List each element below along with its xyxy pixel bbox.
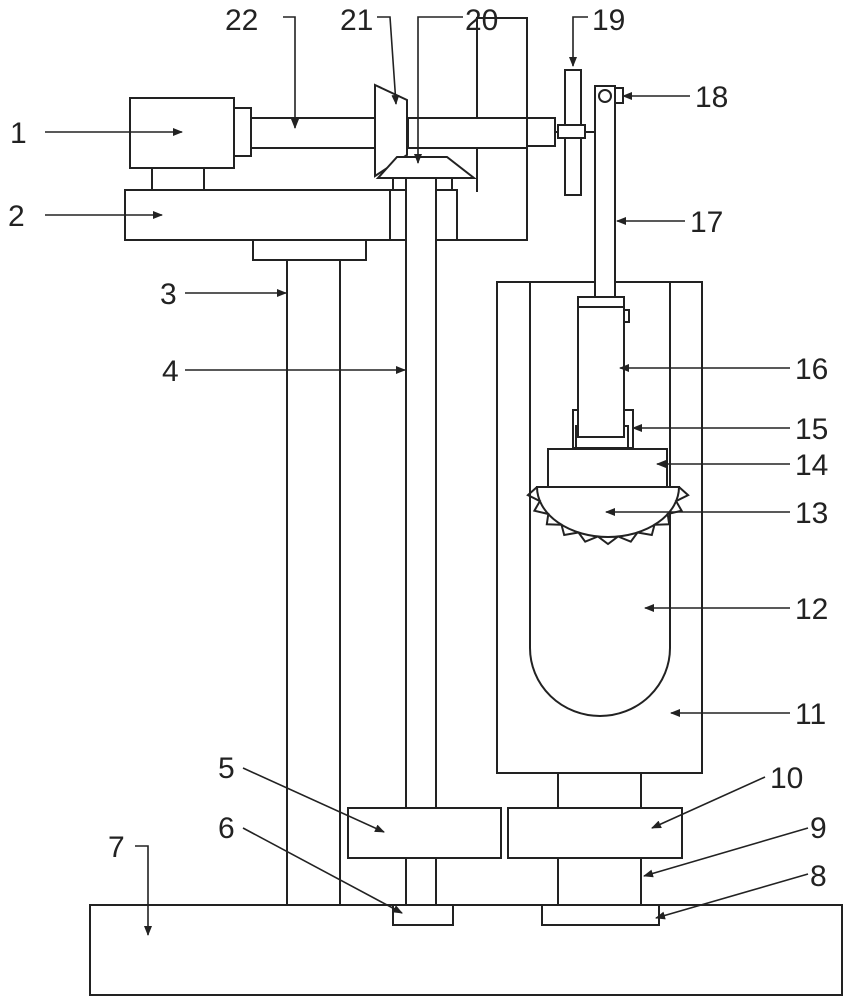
rotating-plate-right — [507, 807, 683, 859]
motor-mount — [151, 167, 205, 191]
label-5: 5 — [218, 752, 235, 785]
label-11: 11 — [795, 698, 826, 731]
support-post-upper — [557, 772, 642, 809]
gear-19-hub — [557, 124, 586, 139]
pin — [614, 87, 624, 104]
cylinder — [577, 296, 625, 438]
label-16: 16 — [795, 353, 828, 386]
leader-lines — [45, 16, 809, 936]
label-21: 21 — [340, 4, 373, 37]
support-column — [286, 259, 341, 906]
label-18: 18 — [695, 81, 728, 114]
motor — [129, 97, 235, 169]
label-13: 13 — [795, 497, 828, 530]
top-frame — [457, 17, 528, 241]
bevel-gear-horizontal — [375, 156, 477, 179]
label-22: 22 — [225, 4, 258, 37]
crossbeam — [124, 189, 391, 241]
number-labels: 1 2 3 4 5 6 7 8 9 10 11 12 13 14 15 16 1… — [8, 4, 828, 893]
label-15: 15 — [795, 413, 828, 446]
rod-pivot — [598, 89, 612, 103]
brush-plate — [547, 448, 668, 488]
horizontal-shaft — [250, 117, 378, 149]
label-14: 14 — [795, 449, 828, 482]
vertical-shaft — [405, 177, 437, 906]
label-20: 20 — [465, 4, 498, 37]
inner-container — [529, 282, 671, 717]
cylinder-port — [623, 309, 630, 323]
rotating-plate-left — [347, 807, 502, 859]
label-8: 8 — [810, 860, 827, 893]
label-10: 10 — [770, 762, 803, 795]
label-12: 12 — [795, 593, 828, 626]
label-6: 6 — [218, 812, 235, 845]
label-4: 4 — [162, 355, 179, 388]
motor-coupling — [233, 107, 252, 157]
piston-rod — [594, 85, 616, 298]
horizontal-shaft-right — [407, 117, 528, 149]
label-2: 2 — [8, 200, 25, 233]
label-19: 19 — [592, 4, 625, 37]
shaft-end-coupling — [526, 117, 556, 147]
label-7: 7 — [108, 831, 125, 864]
brush-bristles — [526, 486, 690, 546]
base-plate — [89, 904, 843, 996]
label-9: 9 — [810, 812, 827, 845]
bearing-8 — [541, 904, 660, 926]
column-cap — [252, 239, 367, 261]
bearing-6 — [392, 904, 454, 926]
label-17: 17 — [690, 206, 723, 239]
label-1: 1 — [10, 117, 27, 150]
label-3: 3 — [160, 278, 177, 311]
